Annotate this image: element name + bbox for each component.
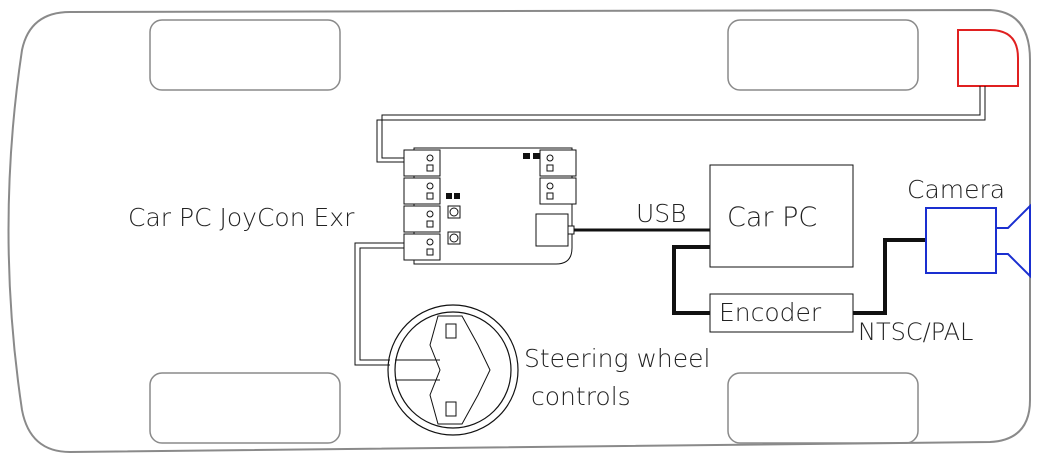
usb-port bbox=[535, 213, 569, 247]
wheel-rear-left bbox=[149, 372, 341, 444]
joycon-label: Car PC JoyCon Exr bbox=[128, 203, 355, 232]
wheel-front-right bbox=[727, 19, 919, 91]
car-body-outline bbox=[7, 8, 1031, 454]
wheel-front-left bbox=[149, 19, 341, 91]
video-standard-label: NTSC/PAL bbox=[858, 318, 973, 346]
video-cable bbox=[853, 238, 926, 315]
encoder-label: Encoder bbox=[719, 298, 822, 327]
steering-label-line1: Steering wheel bbox=[524, 344, 710, 373]
usb-label: USB bbox=[636, 199, 687, 228]
sensor-wire-inner bbox=[381, 86, 981, 159]
encoder-cable bbox=[672, 245, 710, 315]
joycon-board bbox=[403, 147, 577, 265]
car-pc-box bbox=[709, 164, 854, 268]
steering-wire bbox=[354, 242, 404, 366]
sensor-icon bbox=[957, 29, 1019, 87]
steering-wheel-icon bbox=[387, 304, 519, 436]
wheel-rear-right bbox=[727, 372, 919, 444]
car-pc-label: Car PC bbox=[727, 202, 817, 233]
camera-label: Camera bbox=[907, 175, 1005, 204]
encoder-box bbox=[709, 293, 854, 333]
camera-icon bbox=[925, 203, 1031, 279]
sensor-wire bbox=[376, 86, 986, 163]
steering-label-line2: controls bbox=[531, 382, 631, 411]
steering-wire-inner bbox=[359, 247, 404, 361]
